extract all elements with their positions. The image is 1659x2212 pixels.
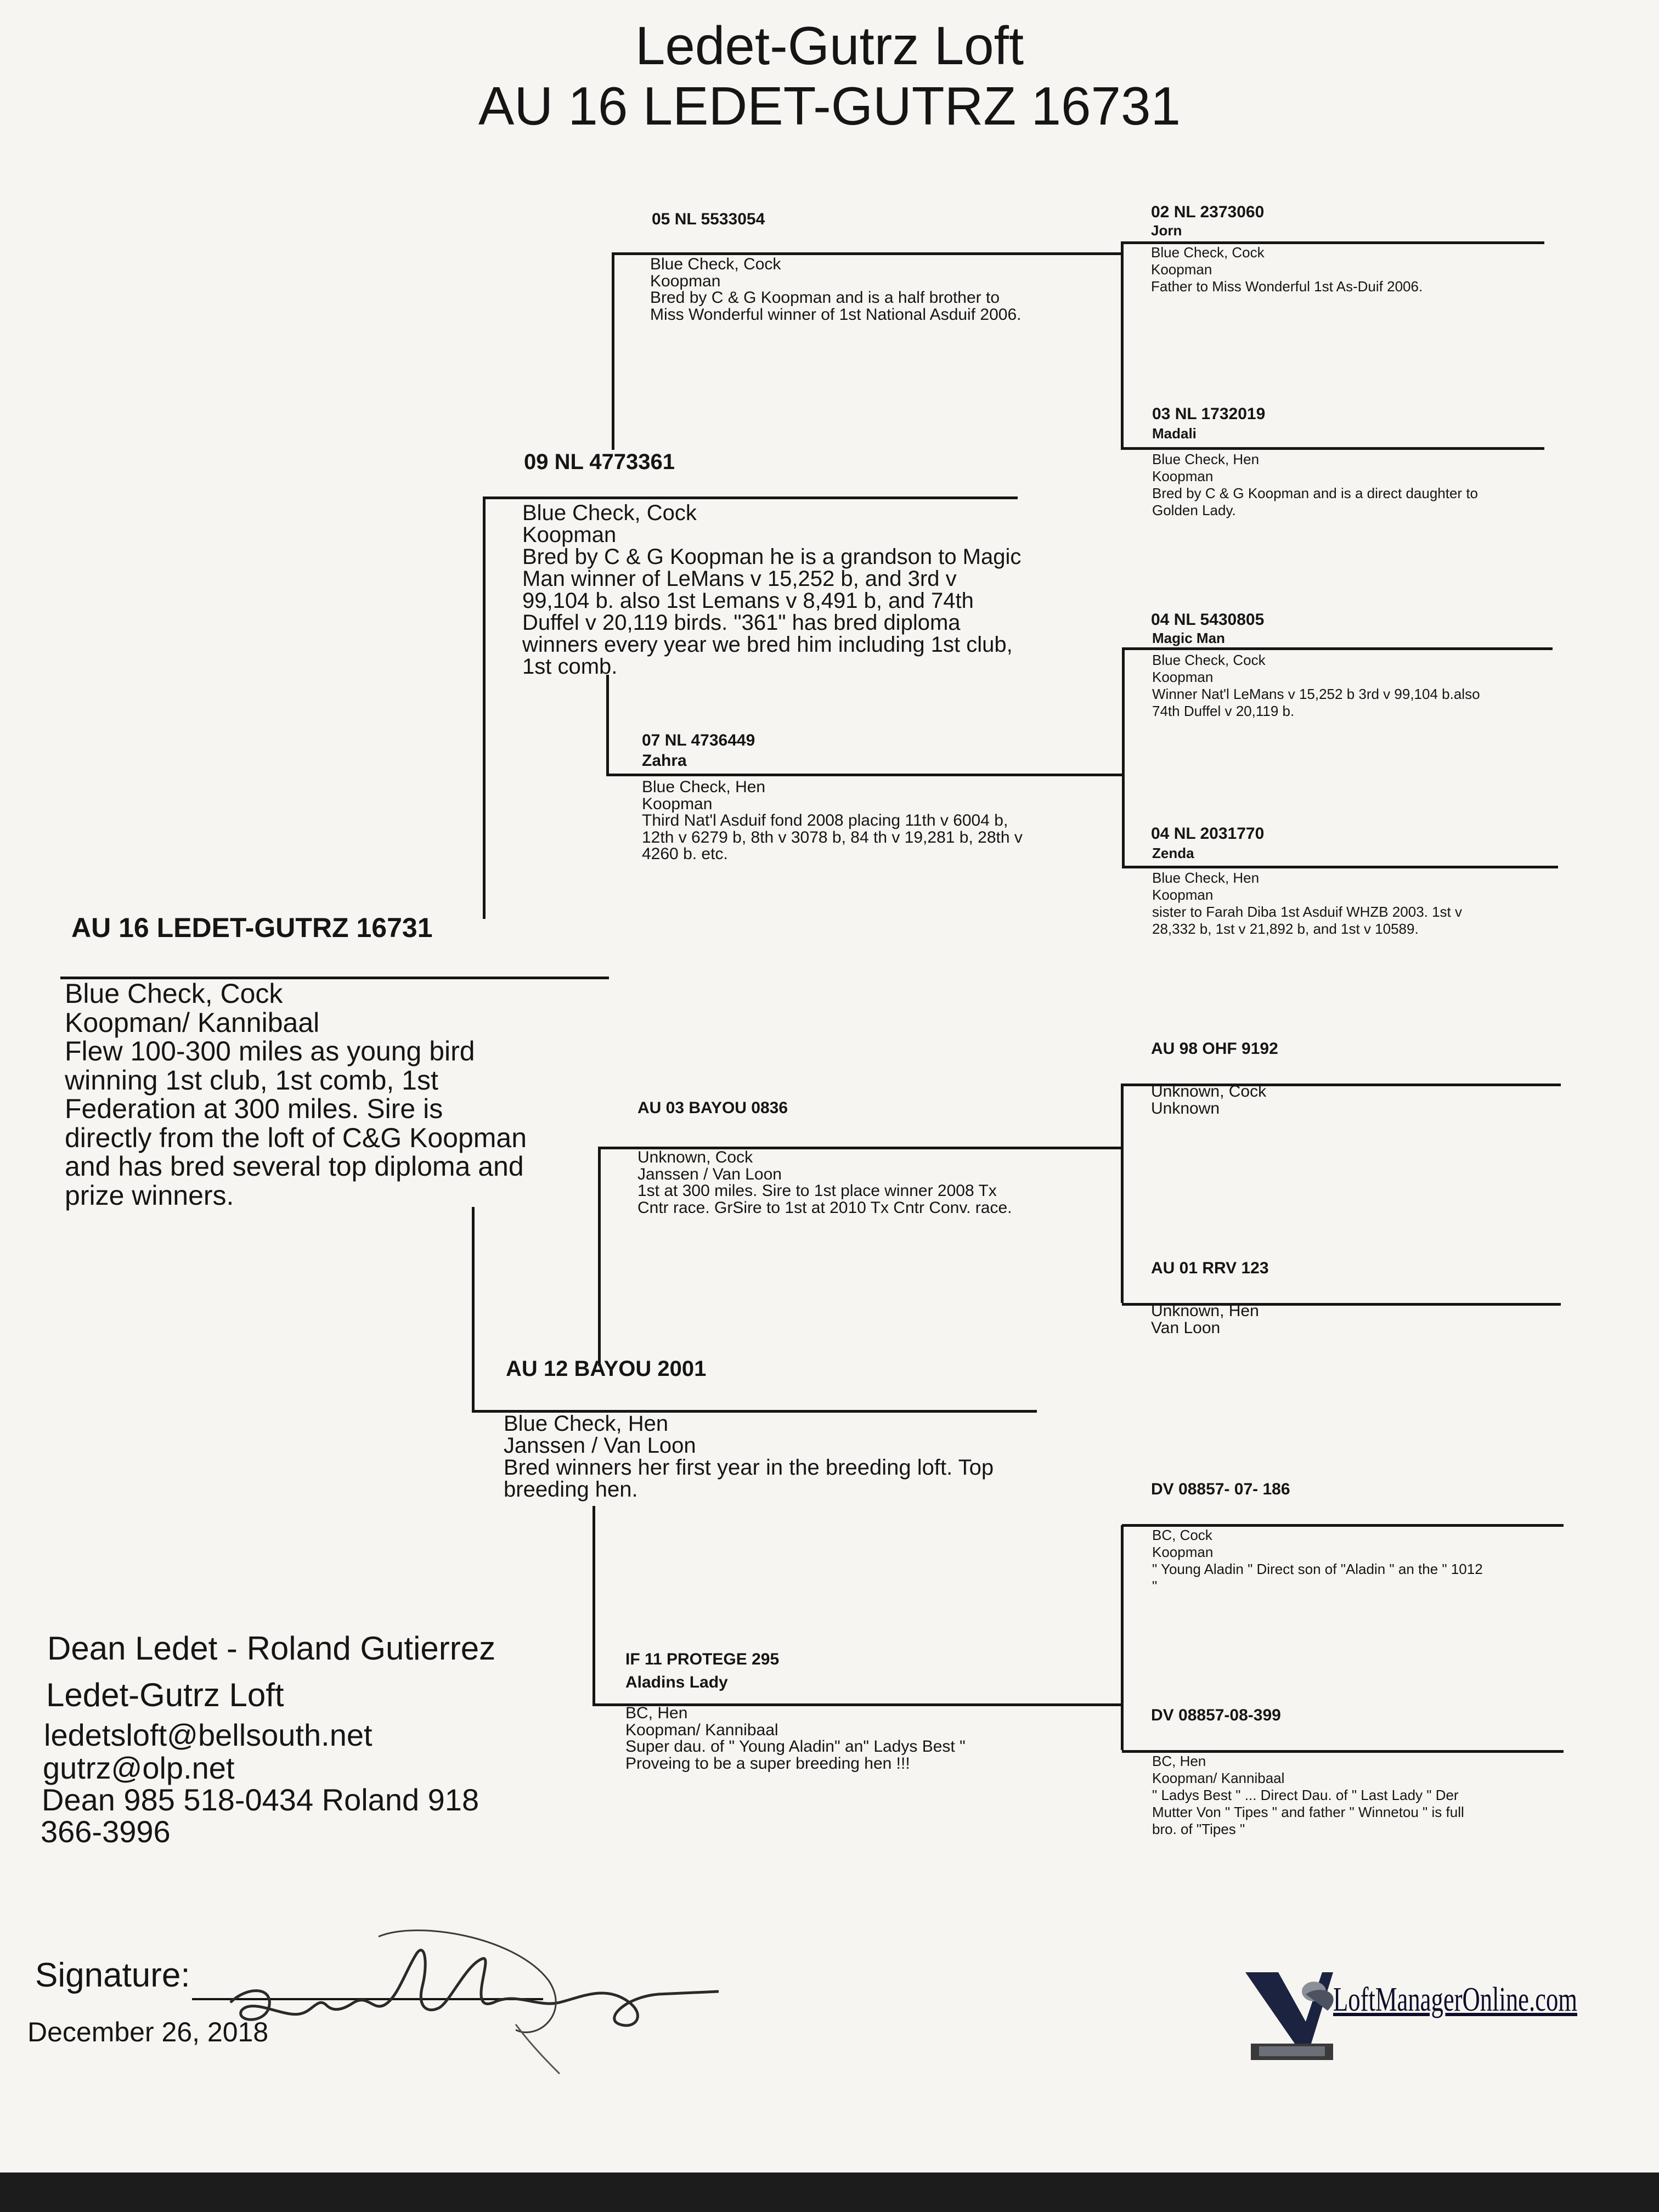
dds-id: DV 08857- 07- 186 [1151, 1480, 1290, 1498]
dam-id: AU 12 BAYOU 2001 [506, 1357, 707, 1381]
sd-connector [1122, 647, 1125, 867]
ssd-line [1122, 447, 1544, 450]
contact-phone-1: Dean 985 518-0434 Roland 918 [42, 1782, 479, 1817]
sdd-id: 04 NL 2031770 [1151, 825, 1265, 843]
ds-line [598, 1147, 1122, 1149]
ssd-id: 03 NL 1732019 [1152, 405, 1266, 423]
sire-line [483, 496, 1018, 499]
sds-details: Blue Check, Cock Koopman Winner Nat'l Le… [1152, 652, 1480, 719]
subject-id: AU 16 LEDET-GUTRZ 16731 [71, 912, 433, 943]
dsd-details: Unknown, Hen Van Loon [1151, 1302, 1259, 1337]
contact-email-1: ledetsloft@bellsouth.net [44, 1718, 373, 1752]
dds-line [1122, 1524, 1564, 1527]
ssd-details: Blue Check, Hen Koopman Bred by C & G Ko… [1152, 451, 1479, 518]
sdd-name: Zenda [1152, 845, 1194, 861]
ds-details: Unknown, Cock Janssen / Van Loon 1st at … [637, 1148, 1012, 1217]
sds-id: 04 NL 5430805 [1151, 611, 1265, 629]
dd-line [592, 1703, 1122, 1706]
sd-id: 07 NL 4736449 [642, 731, 755, 749]
dss-id: AU 98 OHF 9192 [1151, 1040, 1278, 1058]
sd-details: Blue Check, Hen Koopman Third Nat'l Asdu… [642, 778, 1023, 864]
ss-id: 05 NL 5533054 [652, 210, 765, 228]
subject-details: Blue Check, Cock Koopman/ Kannibaal Flew… [65, 978, 527, 1211]
dd-name: Aladins Lady [625, 1673, 728, 1691]
dd-connector [1121, 1525, 1124, 1750]
ssd-name: Madali [1152, 425, 1197, 442]
subject-line [60, 977, 609, 979]
subject-dam-connector [472, 1207, 475, 1410]
signature-label: Signature: [35, 1956, 190, 1994]
sire-down-connector [606, 675, 609, 774]
band-title: AU 16 LEDET-GUTRZ 16731 [478, 76, 1181, 136]
dam-up-connector [598, 1147, 601, 1366]
sss-line [1122, 241, 1544, 244]
sdd-line [1122, 866, 1558, 868]
contact-email-2: gutrz@olp.net [43, 1751, 235, 1785]
subject-sire-connector [483, 496, 486, 919]
signature-line [192, 1998, 543, 2000]
ddd-line [1122, 1750, 1564, 1753]
dsd-id: AU 01 RRV 123 [1151, 1259, 1269, 1277]
sd-line [606, 774, 1125, 776]
sss-name: Jorn [1151, 222, 1182, 239]
ddd-details: BC, Hen Koopman/ Kannibaal " Ladys Best … [1152, 1753, 1464, 1837]
loft-title: Ledet-Gutrz Loft [635, 15, 1024, 76]
contact-phone-2: 366-3996 [41, 1814, 171, 1849]
dss-line [1122, 1084, 1561, 1086]
dam-details: Blue Check, Hen Janssen / Van Loon Bred … [504, 1412, 994, 1502]
loftmanager-logo-icon [1245, 1972, 1334, 2060]
contact-loft: Ledet-Gutrz Loft [46, 1677, 284, 1713]
ss-connector [1121, 241, 1124, 450]
sss-id: 02 NL 2373060 [1151, 203, 1265, 221]
sds-line [1122, 647, 1553, 650]
dsd-line [1122, 1303, 1561, 1306]
ds-id: AU 03 BAYOU 0836 [637, 1099, 788, 1117]
table-edge [0, 2172, 1659, 2212]
ss-line [612, 252, 1122, 255]
dss-details: Unknown, Cock Unknown [1151, 1082, 1267, 1118]
dam-line [472, 1410, 1037, 1413]
loftmanager-logo-text: LoftManagerOnline.com [1333, 1981, 1578, 2018]
ss-details: Blue Check, Cock Koopman Bred by C & G K… [650, 255, 1022, 324]
sdd-details: Blue Check, Hen Koopman sister to Farah … [1152, 870, 1463, 937]
dd-id: IF 11 PROTEGE 295 [625, 1650, 780, 1668]
signature-date: December 26, 2018 [27, 2017, 269, 2047]
sire-id: 09 NL 4773361 [524, 450, 675, 474]
ds-connector [1121, 1084, 1124, 1303]
dd-details: BC, Hen Koopman/ Kannibaal Super dau. of… [625, 1704, 966, 1773]
sss-details: Blue Check, Cock Koopman Father to Miss … [1151, 244, 1423, 295]
dam-down-connector [592, 1506, 595, 1706]
handwritten-signature [229, 1929, 719, 2075]
dds-details: BC, Cock Koopman " Young Aladin " Direct… [1152, 1527, 1483, 1594]
breeder-names: Dean Ledet - Roland Gutierrez [47, 1630, 496, 1667]
sd-name: Zahra [642, 752, 687, 770]
sire-details: Blue Check, Cock Koopman Bred by C & G K… [522, 501, 1022, 679]
ddd-id: DV 08857-08-399 [1151, 1706, 1281, 1724]
sire-up-connector [612, 252, 614, 450]
sds-name: Magic Man [1152, 630, 1225, 646]
